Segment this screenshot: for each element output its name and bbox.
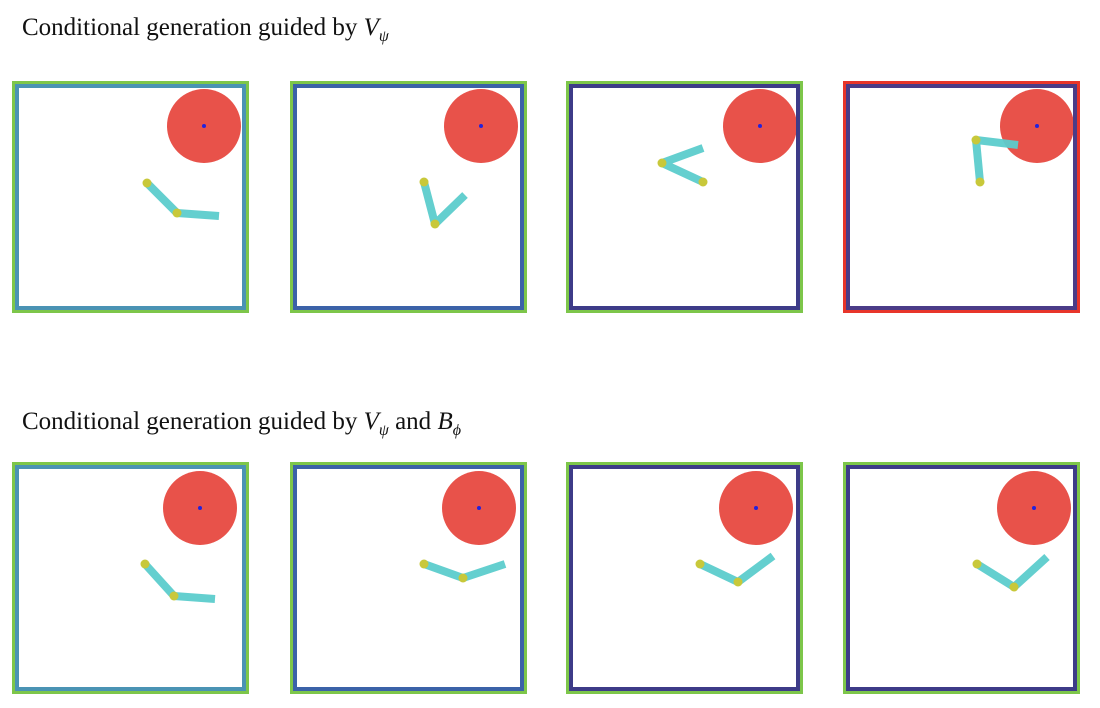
arm-joint-elbow bbox=[971, 135, 981, 145]
arm-joint-base bbox=[140, 559, 150, 569]
panel-row1-3 bbox=[566, 81, 803, 313]
arm-joint-elbow bbox=[169, 591, 179, 601]
target-center bbox=[477, 506, 481, 510]
panel-row1-4 bbox=[843, 81, 1080, 313]
arm-joint-base bbox=[972, 559, 982, 569]
row-2-title: Conditional generation guided by Vψ and … bbox=[22, 408, 461, 439]
arm-joint-base bbox=[419, 559, 429, 569]
arm-joint-elbow bbox=[458, 573, 468, 583]
target-center bbox=[754, 506, 758, 510]
target-center bbox=[758, 124, 762, 128]
target-center bbox=[1032, 506, 1036, 510]
arm-joint-elbow bbox=[172, 208, 182, 218]
panel-row2-2 bbox=[290, 462, 527, 694]
panel-row2-4 bbox=[843, 462, 1080, 694]
panel-row1-2 bbox=[290, 81, 527, 313]
panel-row2-1 bbox=[12, 462, 249, 694]
row-1-title: Conditional generation guided by Vψ bbox=[22, 14, 389, 45]
panel-row2-3 bbox=[566, 462, 803, 694]
arm-joint-base bbox=[695, 559, 705, 569]
panel-row1-1 bbox=[12, 81, 249, 313]
target-center bbox=[1035, 124, 1039, 128]
target-center bbox=[479, 124, 483, 128]
arm-joint-elbow bbox=[430, 219, 440, 229]
target-center bbox=[202, 124, 206, 128]
arm-joint-base bbox=[419, 177, 429, 187]
arm-joint-elbow bbox=[733, 577, 743, 587]
arm-joint-elbow bbox=[657, 158, 667, 168]
arm-joint-base bbox=[142, 178, 152, 188]
arm-joint-base bbox=[975, 177, 985, 187]
arm-joint-base bbox=[698, 177, 708, 187]
arm-joint-elbow bbox=[1009, 582, 1019, 592]
target-center bbox=[198, 506, 202, 510]
